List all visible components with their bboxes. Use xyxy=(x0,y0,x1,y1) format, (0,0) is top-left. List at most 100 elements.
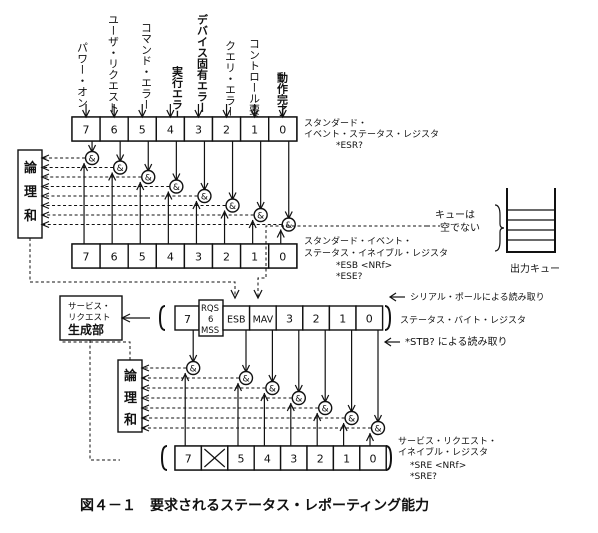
or-block-lower: 論 理 和 xyxy=(117,359,143,433)
esr-cell xyxy=(183,116,214,142)
sre-caption-4: *SRE? xyxy=(410,472,437,482)
ese-cell xyxy=(71,243,101,269)
figure-caption: 図４－１ 要求されるステータス・レポーティング能力 xyxy=(80,497,429,514)
svg-text:理: 理 xyxy=(24,185,37,200)
stb-cell-label: 1 xyxy=(339,313,346,326)
svg-text:RQS: RQS xyxy=(201,304,219,314)
sre-cell xyxy=(306,445,335,471)
ese-cell xyxy=(127,243,157,269)
and-gate: & xyxy=(238,370,254,386)
and-gate: & xyxy=(185,360,201,376)
svg-text:サービス・: サービス・ xyxy=(68,302,111,312)
stb-cell-label: MAV xyxy=(253,315,274,326)
esr-label-command-error: コマンド・エラー xyxy=(140,22,153,110)
stb-cell xyxy=(248,305,277,331)
sre-cell-label: 4 xyxy=(264,453,271,466)
queue-note-1: キューは xyxy=(435,209,475,221)
stb-cell-label: ESB xyxy=(227,315,246,326)
esr-cell xyxy=(211,116,242,142)
ese-caption-3: *ESB <NRf> xyxy=(336,261,392,271)
sre-caption-2: イネイブル・レジスタ xyxy=(398,446,488,458)
esr-label-device-error: デバイス固有エラー xyxy=(196,13,209,113)
esr-cell-label: 0 xyxy=(279,124,286,137)
svg-text:&: & xyxy=(117,164,124,174)
svg-text:論: 論 xyxy=(24,160,38,176)
esr-cell-label: 1 xyxy=(251,124,258,137)
esr-cell-label: 7 xyxy=(83,124,90,137)
svg-text:理: 理 xyxy=(124,391,137,406)
svg-text:&: & xyxy=(229,202,236,212)
and-gate: & xyxy=(291,390,306,406)
stb-cell xyxy=(355,305,384,331)
srq-generator: サービス・ リクエスト 生成部 xyxy=(59,295,123,341)
stb-cell-label: 3 xyxy=(286,313,293,326)
esr-cell-label: 5 xyxy=(139,124,146,137)
sre-cell xyxy=(174,445,203,471)
esr-caption-1: スタンダード・ xyxy=(304,117,367,129)
and-gate: & xyxy=(197,188,212,204)
queue-label: 出力キュー xyxy=(510,262,560,275)
stb-caption: ステータス・バイト・レジスタ xyxy=(400,315,526,326)
svg-text:論: 論 xyxy=(124,368,138,384)
lower-and-network: &&&&&&& xyxy=(140,330,386,446)
queue-note-2: 空でない xyxy=(440,221,480,234)
sre-cell-label: 2 xyxy=(317,453,324,466)
and-gate: & xyxy=(281,217,296,232)
esr-cell xyxy=(268,116,298,142)
esr-label-operation-complete: 動作完了 xyxy=(276,71,289,117)
svg-text:&: & xyxy=(173,183,180,193)
sre-cell-label: 0 xyxy=(370,453,377,466)
ese-cell-label: 0 xyxy=(279,251,286,264)
stb-cell-label: 2 xyxy=(313,313,320,326)
ese-cell-label: 7 xyxy=(83,251,90,264)
svg-text:&: & xyxy=(89,155,96,165)
and-gate: & xyxy=(141,169,156,185)
stb-cell xyxy=(222,305,251,331)
and-gate: & xyxy=(265,380,280,396)
sre-cell xyxy=(253,445,282,471)
esr-label-user-request: ユーザ・リクエスト xyxy=(107,14,120,113)
sre-cell xyxy=(227,445,255,471)
stb-cell xyxy=(328,305,357,331)
svg-text:6: 6 xyxy=(208,315,213,325)
ese-cell-label: 2 xyxy=(223,251,230,264)
and-gate: & xyxy=(169,179,184,194)
and-gate: & xyxy=(318,400,333,416)
svg-text:&: & xyxy=(322,405,329,415)
sre-cell xyxy=(359,445,387,471)
esr-label-power-on: パワー・オン xyxy=(76,42,89,108)
or-block-upper: 論 理 和 xyxy=(17,149,43,239)
esr-caption-2: イベント・ステータス・レジスタ xyxy=(304,129,439,140)
and-gate: & xyxy=(370,420,386,436)
svg-text:7: 7 xyxy=(184,313,191,326)
sre-cell xyxy=(332,445,361,471)
upper-and-network: &&&&&&&& xyxy=(40,104,296,244)
esr-cell-label: 4 xyxy=(167,124,174,137)
esr-label-query-error: クエリ・エラー xyxy=(224,40,237,117)
svg-text:&: & xyxy=(190,365,197,375)
esr-cell-label: 3 xyxy=(195,124,202,137)
output-queue: キューは 空でない 出力キュー xyxy=(435,188,560,275)
svg-text:和: 和 xyxy=(24,208,37,224)
stb-cell xyxy=(275,305,304,331)
ese-cell-label: 6 xyxy=(111,251,118,264)
sre-cell-label: 7 xyxy=(185,453,192,466)
svg-text:&: & xyxy=(269,385,276,395)
ese-cell-label: 1 xyxy=(251,251,258,264)
ese-cell xyxy=(239,243,270,269)
svg-text:&: & xyxy=(295,395,302,405)
ese-cell xyxy=(155,243,186,269)
ese-caption-4: *ESE? xyxy=(336,272,363,282)
stb-query-read: *STB? による読み取り xyxy=(405,335,508,348)
and-gate: & xyxy=(253,207,268,223)
esr-label-request-control: コントロール要求 xyxy=(248,38,261,126)
svg-text:生成部: 生成部 xyxy=(68,322,104,337)
esr-label-execution-error: 実行エラー xyxy=(171,65,185,121)
svg-text:和: 和 xyxy=(124,412,137,428)
svg-text:&: & xyxy=(242,375,249,385)
